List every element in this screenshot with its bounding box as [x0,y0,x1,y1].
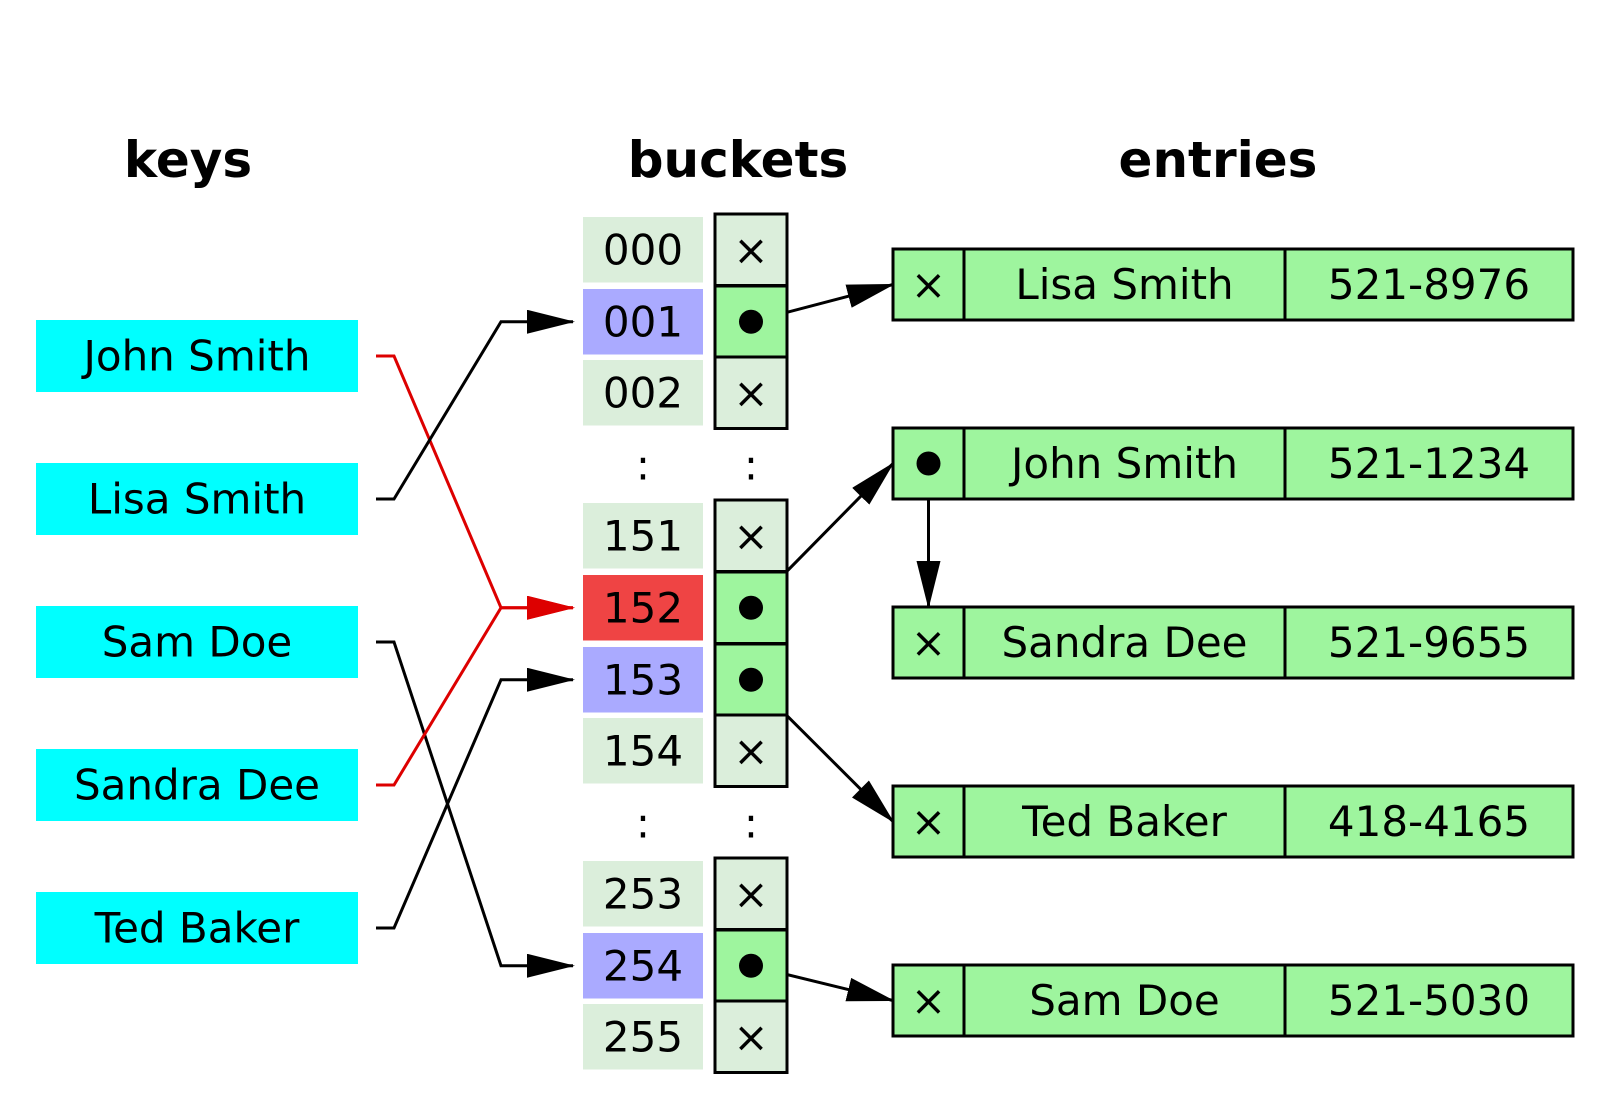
entries-header: entries [1119,131,1318,189]
key-box-ted-baker [36,892,358,964]
entry-name: Lisa Smith [1015,260,1233,309]
bucket-slot [713,498,789,573]
null-pointer-icon: × [911,797,946,846]
bucket-index-label: 151 [603,511,683,560]
null-pointer-icon: × [733,726,768,775]
hash-link-lisa-smith [376,309,575,501]
entry-name: Ted Baker [1021,797,1228,846]
bucket-slot [713,713,789,788]
key-box-john-smith [36,320,358,392]
entry-phone: 418-4165 [1328,797,1530,846]
entry-box [891,784,1575,859]
key-box-lisa-smith [36,463,358,535]
entry-name: Sandra Dee [1001,618,1247,667]
pointer-dot-icon [739,595,763,620]
bucket-index-label: 001 [603,297,683,346]
bucket-index-label: 153 [603,655,683,704]
null-pointer-icon: × [911,260,946,309]
key-label: Sandra Dee [74,761,320,810]
null-pointer-icon: × [733,511,768,560]
bucket-index-cell [583,217,703,283]
bucket-index-label: 154 [603,726,683,775]
bucket-index-cell [583,575,703,641]
bucket-index-cell [583,1004,703,1070]
keys-header: keys [124,131,252,189]
bucket-index-label: 253 [603,869,683,918]
entry-box [891,426,1575,501]
bucket-index-cell [583,718,703,784]
bucket-index-label: 255 [603,1012,683,1061]
entry-box [891,605,1575,680]
entry-record-sam-doe: × Sam Doe 521-5030 [891,963,1575,1038]
pointer-dots [739,309,941,978]
entry-name: Sam Doe [1029,976,1220,1025]
entry-phone: 521-9655 [1328,618,1530,667]
null-pointer-icon: × [911,618,946,667]
bucket-index-cell [583,861,703,927]
key-label: Lisa Smith [88,475,306,524]
key-label: Sam Doe [102,618,293,667]
ellipsis-marker: : [636,799,650,848]
bucket-index-label: 152 [603,583,683,632]
hash-link-sam-doe [376,640,575,978]
bucket-index-cell [583,289,703,355]
entry-record-lisa-smith: × Lisa Smith 521-8976 [891,247,1575,322]
entry-phone: 521-1234 [1328,439,1530,488]
pointer-dot-icon [739,309,763,334]
null-pointer-icon: × [733,1012,768,1061]
entry-phone: 521-5030 [1328,976,1530,1025]
bucket-index-cell [583,933,703,999]
pointer-dot-icon [739,953,763,978]
key-box-sandra-dee [36,749,358,821]
bucket-index-label: 254 [603,941,683,990]
ellipsis-marker: : [636,441,650,490]
pointer-dot-icon [739,667,763,692]
key-box-sam-doe [36,606,358,678]
null-pointer-icon: × [733,869,768,918]
bucket-index-cell [583,360,703,426]
hash-link-sandra-dee [376,595,575,787]
bucket-index-label: 000 [603,225,683,274]
ellipsis-marker: : [744,799,758,848]
null-pointer-icon: × [911,976,946,1025]
entry-box [891,247,1575,322]
buckets-header: buckets [628,131,849,189]
entry-record-ted-baker: × Ted Baker 418-4165 [891,784,1575,859]
entry-box [891,963,1575,1038]
bucket-slot [713,355,789,430]
bucket-index-cell [583,647,703,713]
bucket-index-cell [583,503,703,569]
entry-phone: 521-8976 [1328,260,1530,309]
pointer-dot-icon [916,451,941,476]
null-pointer-icon: × [733,225,768,274]
entry-record-sandra-dee: × Sandra Dee 521-9655 [891,605,1575,680]
entry-name: John Smith [1008,439,1238,488]
bucket-slot [713,999,789,1074]
hash-link-ted-baker [376,667,575,930]
key-label: Ted Baker [94,904,301,953]
null-pointer-icon: × [733,368,768,417]
bucket-slot [713,212,789,287]
key-label: John Smith [80,332,310,381]
bucket-index-label: 002 [603,368,683,417]
ellipsis-marker: : [744,441,758,490]
entry-record-john-smith: John Smith 521-1234 [891,426,1575,501]
